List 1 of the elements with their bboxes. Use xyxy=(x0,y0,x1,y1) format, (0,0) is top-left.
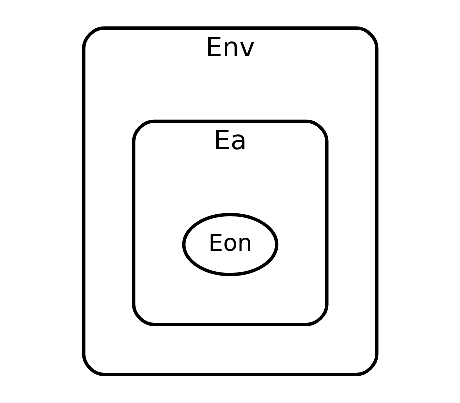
node-ellipse: Eon xyxy=(182,213,278,276)
